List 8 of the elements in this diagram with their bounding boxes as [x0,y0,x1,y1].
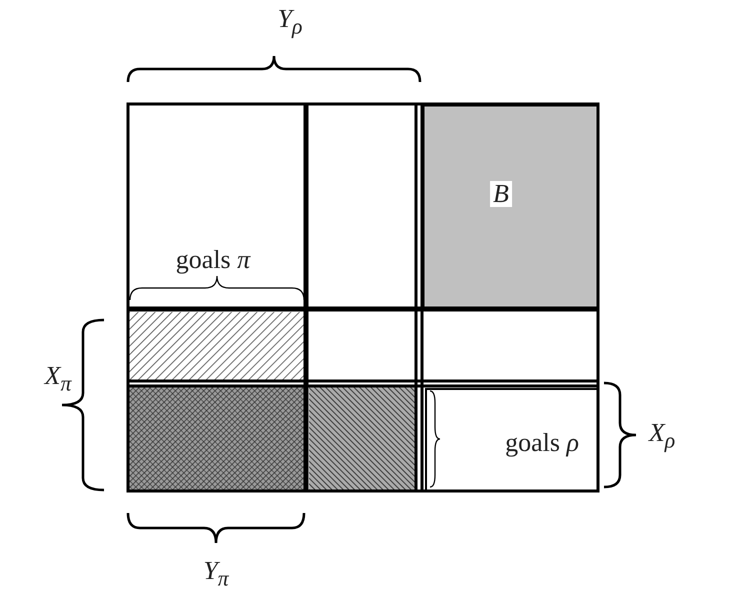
brace-label: X$_{π}$ [44,363,72,395]
brace-label: goals ρ [505,430,579,456]
brace-label: X$_{ρ}$ [648,420,676,452]
block-label: B [490,181,512,207]
brace-label: Y$_{π}$ [203,558,229,590]
shaded-block [424,106,598,308]
brace-label: goals π [176,247,250,273]
brace-label: Y$_{ρ}$ [278,6,302,38]
